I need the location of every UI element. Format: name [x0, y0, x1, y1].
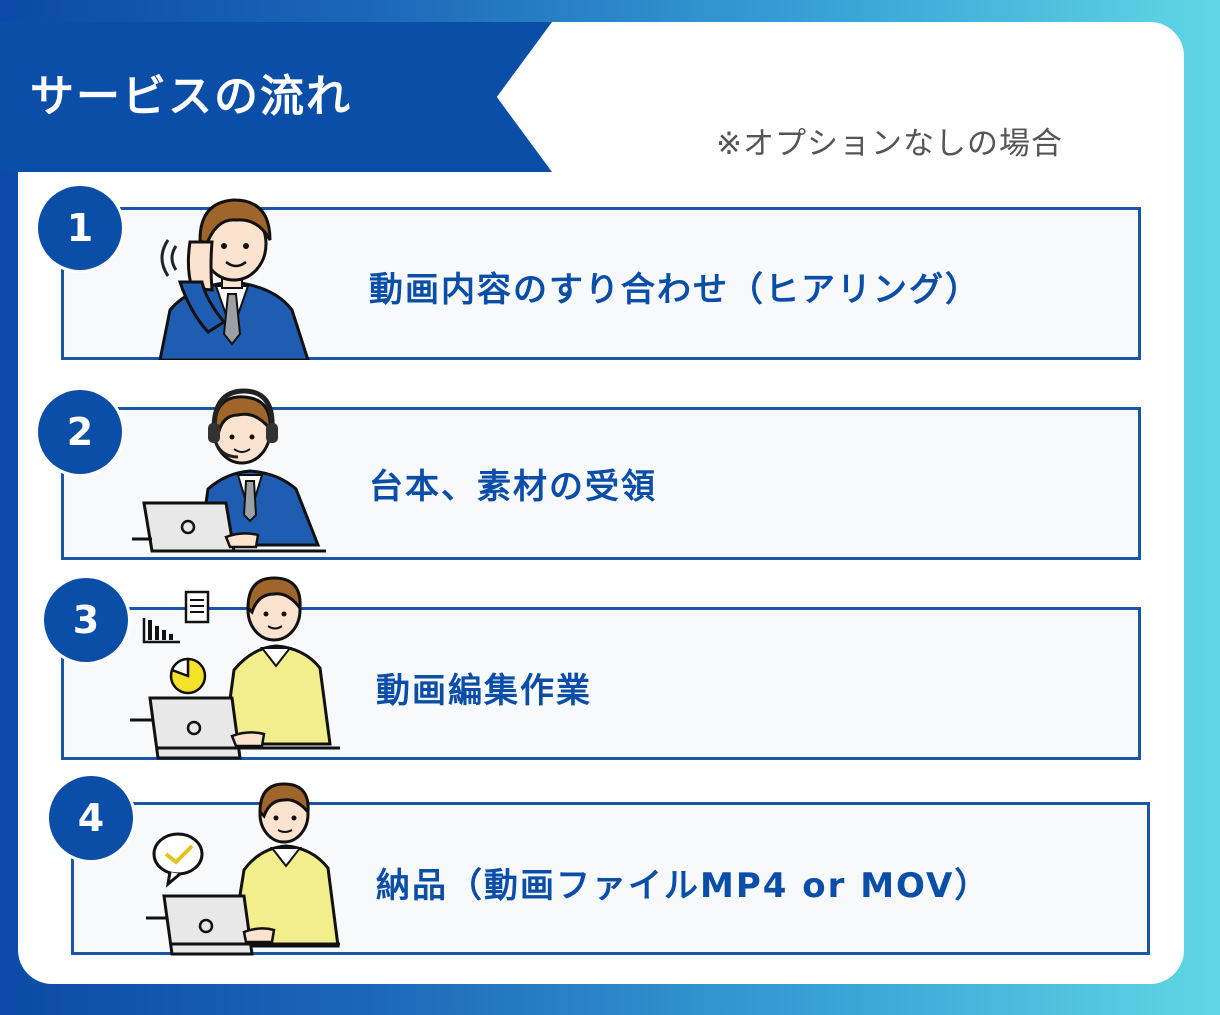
step-badge-4: 4	[49, 776, 133, 860]
step-badge-2: 2	[38, 390, 122, 474]
step-label-2: 台本、素材の受領	[369, 467, 657, 507]
step-label-4: 納品（動画ファイルMP4 or MOV）	[376, 866, 991, 906]
phone-icon	[186, 240, 214, 292]
document-icon	[184, 590, 210, 624]
check-speech-bubble-icon	[152, 832, 204, 888]
laptop-icon	[146, 894, 340, 956]
laptop-icon	[130, 696, 340, 760]
step-label-3: 動画編集作業	[376, 671, 592, 711]
title-banner	[0, 22, 552, 172]
pie-chart-icon	[169, 657, 207, 695]
step-label-1: 動画内容のすり合わせ（ヒアリング）	[369, 270, 981, 310]
step-badge-1: 1	[38, 186, 122, 270]
headset-operator-illustration	[132, 388, 326, 553]
phone-call-person-illustration	[158, 198, 310, 360]
step-badge-3: 3	[44, 578, 128, 662]
option-note: ※オプションなしの場合	[716, 126, 1063, 162]
headset-icon	[211, 388, 275, 430]
laptop-icon	[132, 501, 326, 553]
sound-wave-icon	[170, 245, 178, 271]
delivery-person-illustration	[146, 782, 340, 956]
page-title: サービスの流れ	[30, 71, 352, 122]
video-editor-illustration	[130, 576, 340, 760]
bar-chart-icon	[142, 618, 180, 644]
